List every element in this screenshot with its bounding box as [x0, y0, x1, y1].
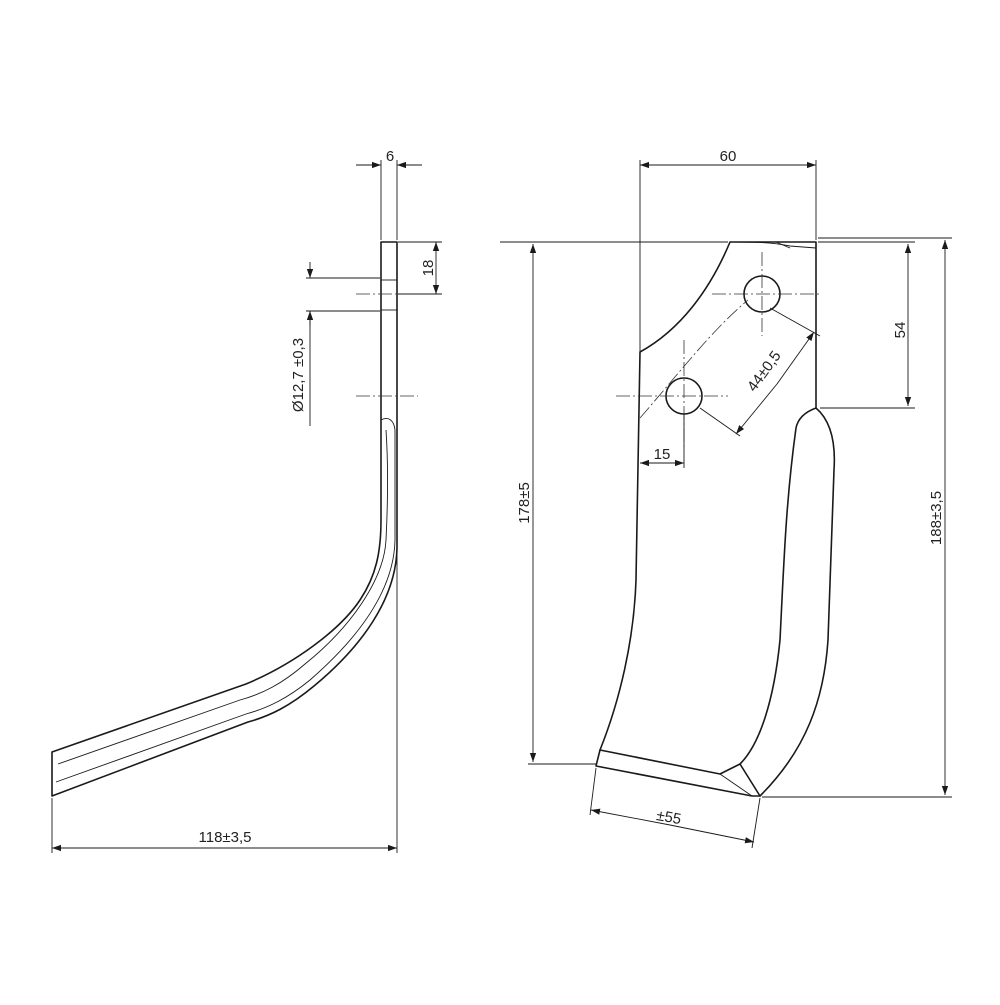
dim-overall-width-label: 118±3,5	[199, 829, 252, 846]
dim-edge-offset-label: 15	[654, 446, 671, 463]
front-top-chamfer-edge	[775, 241, 791, 249]
dim-hole-diameter-label: Ø12,7 ±0,3	[290, 338, 307, 412]
dim-top-width-label: 60	[720, 148, 737, 165]
side-view-bevel-outer	[55, 418, 396, 783]
dim-hole-offset-label: 18	[420, 260, 437, 277]
dim-blade-width-label: ±55	[655, 807, 682, 828]
dim-thickness-label: 6	[386, 148, 394, 165]
dim-ext-line	[589, 767, 597, 816]
dim-line	[735, 383, 778, 435]
dim-ext-line	[699, 407, 741, 437]
dim-hole-distance-label: 44±0,5	[744, 348, 785, 395]
front-view-outline	[599, 241, 817, 775]
dim-line	[776, 331, 815, 385]
side-view-outline	[51, 241, 398, 797]
front-cutting-edge-corner	[719, 773, 753, 797]
side-view: 6 18 Ø12,7 ±0,3 118±3,5	[51, 148, 442, 853]
front-view: 60 54 44±0,5 15 178±5 188±3,5	[500, 148, 952, 849]
side-view-bevel-inner	[57, 429, 388, 765]
front-top-chamfer	[729, 241, 817, 249]
dim-inner-height-label: 178±5	[516, 482, 533, 524]
dim-ext-line	[769, 307, 821, 337]
front-cutting-edge	[595, 749, 761, 797]
dim-hole-spacing-label: 54	[892, 322, 909, 339]
dim-line	[590, 808, 671, 826]
hole-arc-centerline	[639, 299, 749, 419]
dim-overall-height-label: 188±3,5	[928, 491, 945, 545]
front-right-bevel	[739, 407, 836, 797]
dim-line	[669, 824, 755, 844]
dim-ext-line	[751, 797, 761, 849]
